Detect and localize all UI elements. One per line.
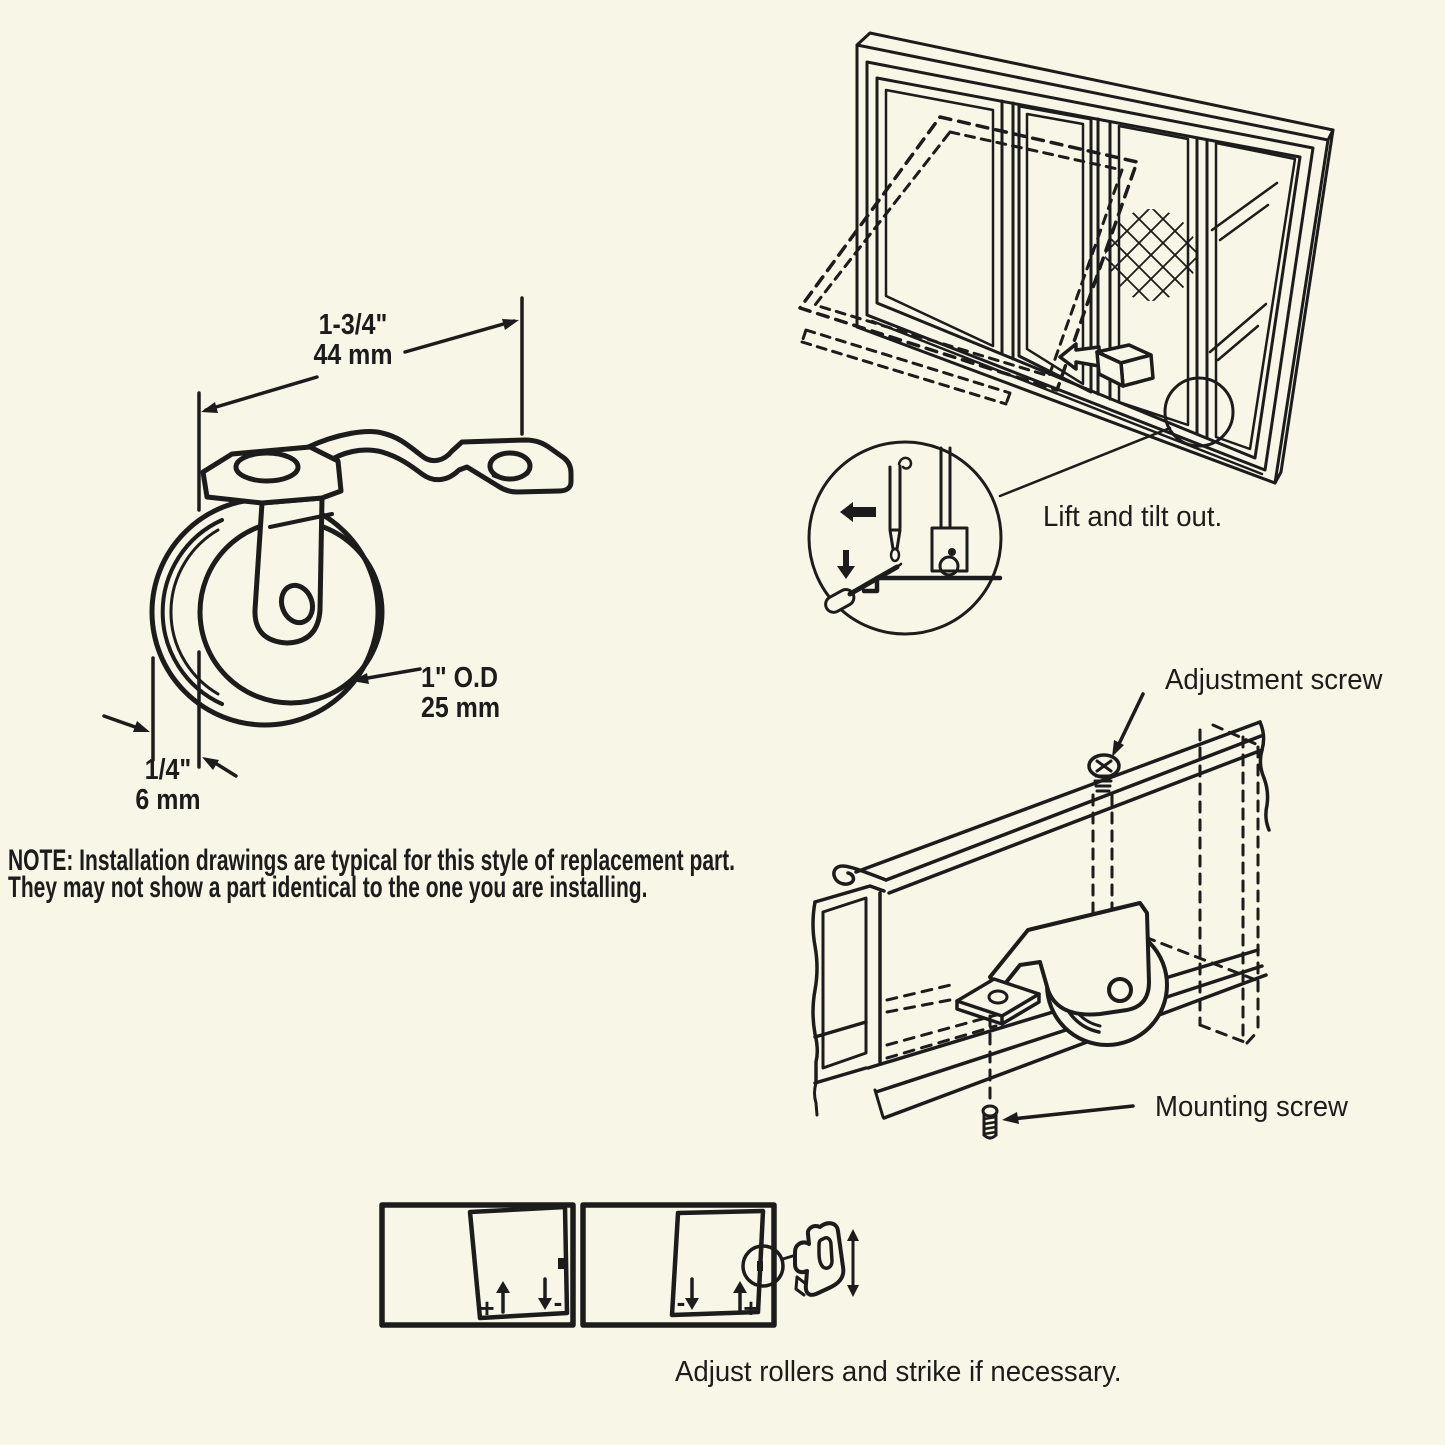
rail-break-edge — [1258, 720, 1271, 832]
installation-note-line2: They may not show a part identical to th… — [8, 871, 648, 904]
adjustment-screw-caption: Adjustment screw — [1165, 664, 1383, 696]
dimension-od-inches: 1" O.D — [421, 662, 498, 694]
dimension-arrow — [352, 673, 369, 684]
screwdriver-icon — [824, 562, 903, 614]
hidden-edges — [885, 723, 1260, 1102]
dimension-arrow — [133, 721, 150, 732]
installation-note: NOTE: Installation drawings are typical … — [8, 844, 736, 904]
roller-part-diagram — [149, 429, 574, 728]
dimension-lines — [102, 296, 524, 778]
magnifier-circle — [741, 1244, 785, 1288]
adjustment-arrow — [1116, 692, 1145, 748]
dimension-arrow — [502, 319, 519, 330]
mounting-screw-icon — [981, 1104, 999, 1140]
dimension-width-metric: 44 mm — [313, 339, 393, 371]
rivet-hub — [233, 450, 301, 484]
door-adjust-right-diagram: - + — [580, 1202, 801, 1328]
dimension-od-label: 1" O.D 25 mm — [421, 663, 500, 723]
magnifier-leader-line — [998, 426, 1172, 498]
dimension-thickness-metric: 6 mm — [135, 784, 201, 816]
mounting-arrow — [1010, 1104, 1135, 1121]
adjust-rollers-caption: Adjust rollers and strike if necessary. — [675, 1356, 1122, 1388]
glass-marks — [1208, 181, 1279, 362]
adjustment-screw-icon — [1087, 753, 1121, 793]
magnifier-circle — [1163, 376, 1235, 448]
roller-housing-detail — [930, 526, 969, 577]
door-latch-notch — [757, 1261, 763, 1271]
channel-cross-section — [811, 884, 886, 1117]
minus-mark: - — [554, 1287, 563, 1317]
door-adjust-diagrams: + - - + — [379, 1202, 859, 1328]
plus-mark: + — [743, 1293, 758, 1323]
plus-mark: + — [479, 1293, 494, 1323]
mounting-screw-caption: Mounting screw — [1155, 1091, 1348, 1123]
window-diagram — [798, 31, 1335, 498]
dimension-thickness-inches: 1/4" — [144, 754, 192, 786]
rail-assembly-diagram — [811, 692, 1271, 1140]
track-sill — [861, 575, 1003, 594]
screen-mesh-patch — [1105, 209, 1197, 301]
latch-icon — [1058, 342, 1155, 388]
dimension-width-label: 1-3/4" 44 mm — [301, 310, 404, 370]
lift-detail-circle — [807, 440, 1003, 636]
left-arrow-icon — [840, 502, 876, 522]
dimension-arrow — [201, 402, 218, 413]
dimension-thickness-label: 1/4" 6 mm — [123, 755, 212, 815]
double-arrow-icon — [847, 1229, 859, 1297]
installation-note-line1: NOTE: Installation drawings are typical … — [8, 844, 736, 877]
down-arrow-icon — [837, 550, 855, 579]
rail-lip-curl — [832, 864, 888, 886]
tilted-screen-outline — [798, 115, 1139, 406]
door-adjust-left-diagram: + - — [379, 1202, 576, 1328]
dimension-width-inches: 1-3/4" — [318, 309, 388, 341]
dimension-arrow — [202, 757, 219, 770]
axle-hole — [278, 582, 316, 626]
lift-tilt-caption: Lift and tilt out. — [1043, 501, 1223, 533]
rail-roller-icon — [955, 901, 1169, 1047]
strike-icon — [793, 1221, 846, 1297]
door-latch-notch — [558, 1258, 564, 1269]
minus-mark: - — [677, 1287, 686, 1317]
screen-frame-piece — [888, 456, 913, 563]
dimension-od-metric: 25 mm — [421, 692, 501, 724]
